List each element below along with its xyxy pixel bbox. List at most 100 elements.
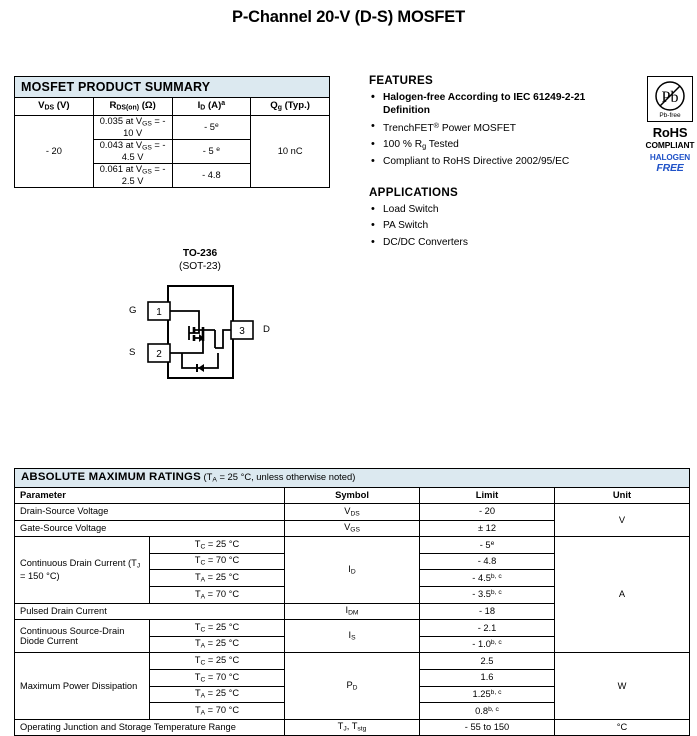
features-list: Halogen-free According to IEC 61249-2-21… <box>369 91 627 169</box>
summary-header-id: ID (A)a <box>171 97 252 116</box>
summary-table: MOSFET PRODUCT SUMMARY VDS (V) RDS(on) (… <box>14 76 330 188</box>
summary-rdson-value: 0.035 at VGS = - 10 V <box>92 115 173 140</box>
amr-unit: V <box>554 502 690 538</box>
amr-limit: - 4.5b, c <box>419 569 555 587</box>
amr-unit: W <box>554 652 690 720</box>
summary-header-rdson: RDS(on) (Ω) <box>92 97 173 116</box>
features-heading: FEATURES <box>369 74 434 87</box>
table-row: Maximum Power Dissipation TC = 25 °C PD … <box>14 652 690 720</box>
amr-header-parameter: Parameter <box>14 487 285 504</box>
amr-condition: TA = 70 °C <box>149 585 285 604</box>
summary-id-value: - 5e <box>171 115 252 140</box>
mosfet-symbol-drawing: 1 2 3 <box>147 285 254 379</box>
summary-band-title: MOSFET PRODUCT SUMMARY <box>14 76 330 98</box>
amr-condition: TC = 70 °C <box>149 552 285 571</box>
amr-symbol: PD <box>284 652 420 720</box>
pin-label-s: S <box>129 347 136 358</box>
amr-unit: A <box>554 536 690 654</box>
summary-header-row: VDS (V) RDS(on) (Ω) ID (A)a Qg (Typ.) <box>14 97 330 116</box>
amr-band-title-text: ABSOLUTE MAXIMUM RATINGS <box>21 471 201 484</box>
amr-limit: 0.8b, c <box>419 702 555 720</box>
amr-limit: 1.6 <box>419 668 555 687</box>
table-row: TA = 25 °C 1.25b, c <box>15 685 690 704</box>
amr-limit: - 5e <box>419 536 555 554</box>
svg-text:2: 2 <box>156 349 162 360</box>
summary-vds-value: - 20 <box>14 115 94 188</box>
package-name: TO-236 <box>182 248 218 259</box>
amr-condition: TA = 25 °C <box>149 685 285 704</box>
table-row: TA = 70 °C - 3.5b, c <box>15 585 690 604</box>
svg-text:Pb: Pb <box>662 89 679 106</box>
summary-header-qg: Qg (Typ.) <box>250 97 330 116</box>
amr-header-limit: Limit <box>419 487 555 504</box>
svg-text:3: 3 <box>239 326 245 337</box>
features-section: FEATURES Halogen-free According to IEC 6… <box>369 74 627 172</box>
table-row: Gate-Source Voltage VGS ± 12 <box>14 519 690 538</box>
amr-parameter: Pulsed Drain Current <box>14 602 285 621</box>
package-sub-name: (SOT-23) <box>179 261 221 272</box>
pb-free-symbol: Pb Pb-free <box>655 81 685 119</box>
amr-header-row: Parameter Symbol Limit Unit <box>14 487 690 504</box>
amr-limit: - 3.5b, c <box>419 585 555 604</box>
amr-condition: TA = 25 °C <box>149 569 285 587</box>
table-row: TA = 70 °C 0.8b, c <box>15 702 690 720</box>
amr-parameter: Gate-Source Voltage <box>14 519 285 538</box>
amr-limit: - 18 <box>419 602 555 621</box>
applications-list: Load Switch PA SwitchDC/DC Converters <box>369 203 627 250</box>
amr-limit: - 1.0b, c <box>419 635 555 654</box>
list-item: PA Switch <box>369 219 627 233</box>
list-item: 100 % Rg Tested <box>369 138 627 152</box>
amr-symbol: IS <box>284 619 420 654</box>
amr-condition: TC = 70 °C <box>149 668 285 687</box>
list-item: DC/DC Converters <box>369 236 627 250</box>
pin-label-g: G <box>129 305 137 316</box>
svg-text:1: 1 <box>156 307 162 318</box>
amr-parameter: Drain-Source Voltage <box>14 503 285 521</box>
summary-row: - 20 0.035 at VGS = - 10 V - 5e 10 nC <box>14 115 330 188</box>
amr-symbol: ID <box>284 536 420 604</box>
amr-condition: TA = 70 °C <box>149 702 285 720</box>
amr-band-title: ABSOLUTE MAXIMUM RATINGS (TA = 25 °C, un… <box>14 468 690 488</box>
amr-header-symbol: Symbol <box>284 487 420 504</box>
amr-symbol: VDS <box>284 503 420 521</box>
table-row: Continuous Drain Current (TJ = 150 °C) T… <box>14 536 690 654</box>
amr-condition: TC = 25 °C <box>149 652 285 670</box>
table-row: Drain-Source Voltage VDS - 20 V <box>14 502 690 538</box>
amr-limit: - 2.1 <box>419 619 555 637</box>
amr-parameter: Maximum Power Dissipation <box>14 652 150 720</box>
amr-condition: TA = 25 °C <box>149 635 285 654</box>
amr-limit: - 4.8 <box>419 552 555 571</box>
rohs-compliant-label: COMPLIANT <box>645 140 695 150</box>
rohs-badge: Pb Pb-free RoHS COMPLIANT HALOGEN FREE <box>645 76 695 174</box>
free-label: FREE <box>656 162 684 174</box>
list-item: TrenchFET® Power MOSFET <box>369 120 627 136</box>
summary-row: 0.061 at VGS = - 2.5 V - 4.8 <box>15 162 330 188</box>
summary-rdson-value: 0.061 at VGS = - 2.5 V <box>92 162 173 188</box>
amr-limit: ± 12 <box>419 519 555 538</box>
svg-text:Pb-free: Pb-free <box>659 112 681 119</box>
halogen-label: HALOGEN <box>649 153 691 162</box>
list-item: Halogen-free According to IEC 61249-2-21… <box>369 91 627 118</box>
list-item: Compliant to RoHS Directive 2002/95/EC <box>369 155 627 169</box>
amr-symbol: VGS <box>284 519 420 538</box>
page-title: P-Channel 20-V (D-S) MOSFET <box>232 8 465 26</box>
applications-section: APPLICATIONS Load Switch PA SwitchDC/DC C… <box>369 186 627 253</box>
summary-rdson-value: 0.043 at VGS = - 4.5 V <box>92 138 173 164</box>
amr-parameter: Continuous Drain Current (TJ = 150 °C) <box>14 536 150 604</box>
applications-heading: APPLICATIONS <box>369 186 459 199</box>
absolute-maximum-ratings: ABSOLUTE MAXIMUM RATINGS (TA = 25 °C, un… <box>14 468 690 736</box>
table-row: TC = 70 °C - 4.8 <box>15 552 690 571</box>
pin-label-d: D <box>263 324 270 335</box>
amr-condition: TC = 25 °C <box>149 536 285 554</box>
summary-id-value: - 4.8 <box>171 162 252 188</box>
amr-table: ABSOLUTE MAXIMUM RATINGS (TA = 25 °C, un… <box>14 468 690 736</box>
rohs-label: RoHS <box>652 125 688 140</box>
mosfet-product-summary: MOSFET PRODUCT SUMMARY VDS (V) RDS(on) (… <box>14 76 330 188</box>
summary-qg-value: 10 nC <box>250 115 330 188</box>
amr-band-note: (TA = 25 °C, unless otherwise noted) <box>203 471 356 484</box>
amr-condition: TC = 25 °C <box>149 619 285 637</box>
amr-parameter: Continuous Source-Drain Diode Current <box>14 619 150 654</box>
summary-id-value: - 5 e <box>171 138 252 164</box>
amr-symbol: IDM <box>284 602 420 621</box>
list-item: Load Switch <box>369 203 627 217</box>
